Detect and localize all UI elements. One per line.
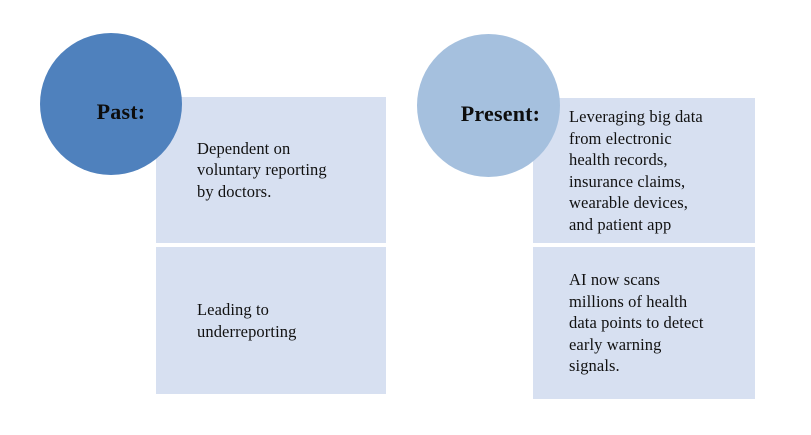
- present-bottom-text-box: AI now scans millions of health data poi…: [533, 247, 755, 399]
- past-circle-label: Past:: [96, 99, 146, 124]
- past-bottom-text-box: Leading to underreporting: [156, 247, 386, 394]
- present-bottom-text: AI now scans millions of health data poi…: [569, 270, 704, 376]
- present-top-text: Leveraging big data from electronic heal…: [569, 107, 703, 234]
- present-circle: Present:: [417, 34, 560, 177]
- present-circle-label: Present:: [460, 100, 541, 126]
- past-top-text-box: Dependent on voluntary reporting by doct…: [156, 97, 386, 243]
- present-top-text-box: Leveraging big data from electronic heal…: [533, 98, 755, 243]
- past-bottom-text: Leading to underreporting: [197, 300, 297, 341]
- past-circle: Past:: [40, 33, 182, 175]
- past-top-text: Dependent on voluntary reporting by doct…: [197, 138, 327, 201]
